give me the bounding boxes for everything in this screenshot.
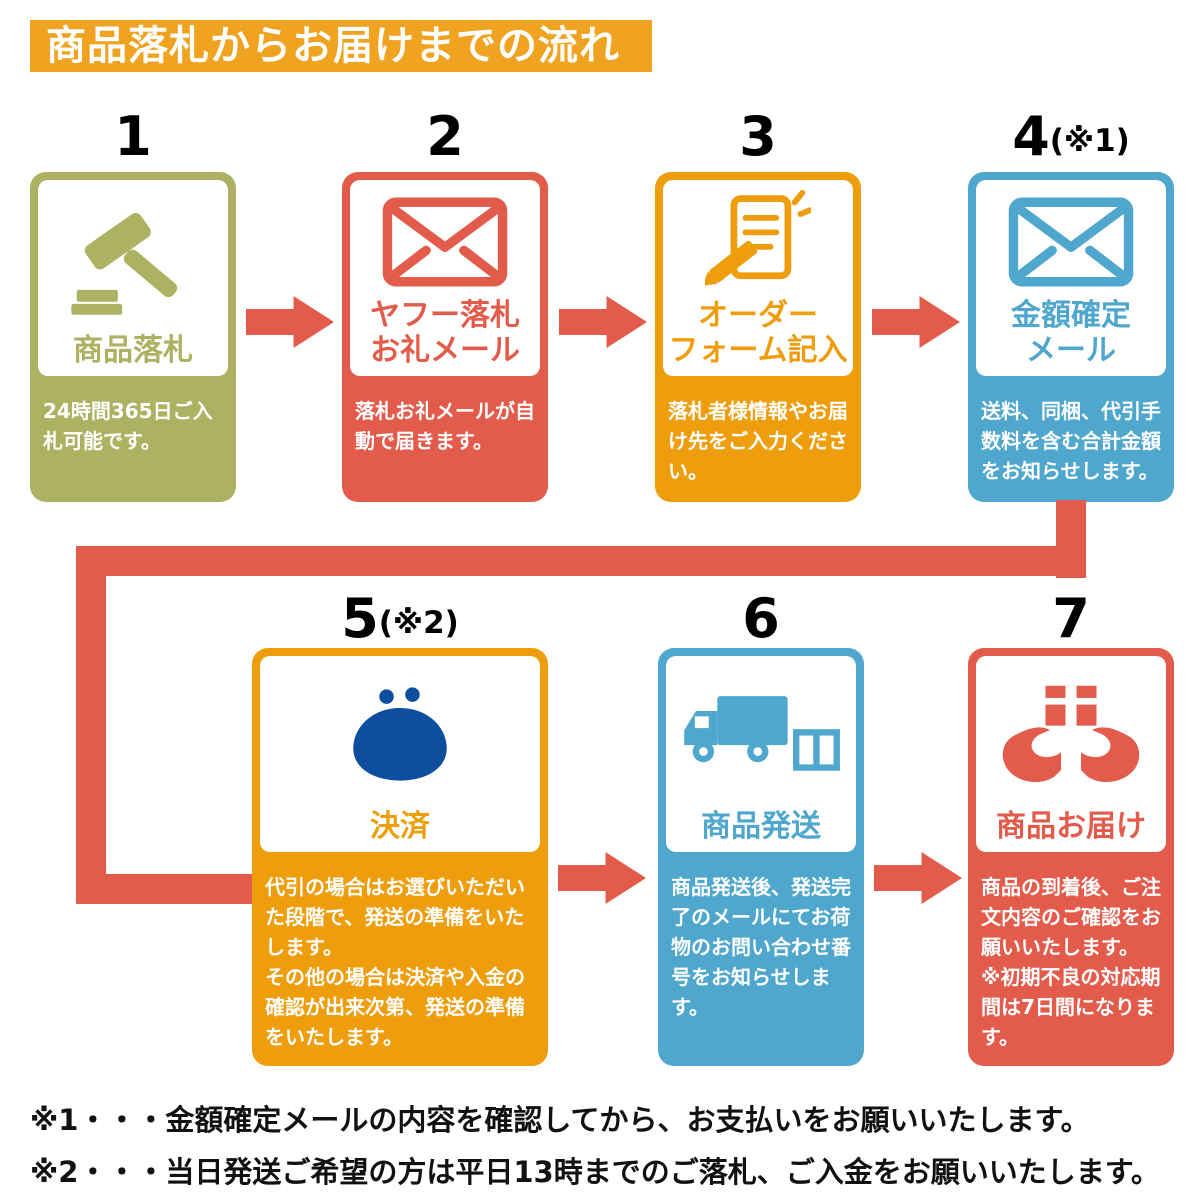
step-box-order-form: オーダー フォーム記入 落札者様情報やお届け先をご入力ください。 xyxy=(655,172,861,502)
step-box-auction-win: 商品落札 24時間365日ご入札可能です。 xyxy=(30,172,236,502)
envelope-icon xyxy=(382,180,508,299)
step-number-text: 6 xyxy=(742,587,780,650)
step-title: 金額確定 メール xyxy=(1011,298,1131,368)
step-title: 決済 xyxy=(370,808,430,844)
step-number-1: 1 xyxy=(30,106,236,166)
step-number-text: 2 xyxy=(426,105,464,168)
step-number-5: 5(※2) xyxy=(252,588,548,648)
step-number-note: (※2) xyxy=(378,605,459,641)
step-panel: 商品お届け xyxy=(976,656,1166,852)
step-number-3: 3 xyxy=(655,106,861,166)
step-number-2: 2 xyxy=(342,106,548,166)
step-title: 商品落札 xyxy=(73,332,193,368)
step-title: 商品お届け xyxy=(996,808,1146,844)
step-number-text: 3 xyxy=(739,105,777,168)
step-description: 送料、同梱、代引手数料を含む合計金額をお知らせします。 xyxy=(981,399,1161,483)
footnote-2: ※2・・・当日発送ご希望の方は平日13時までのご落札、ご入金をお願いいたします。 xyxy=(30,1155,1160,1189)
step-title: ヤフー落札 お礼メール xyxy=(370,298,520,368)
step-box-thanks-mail: ヤフー落札 お礼メール 落札お礼メールが自動で届きます。 xyxy=(342,172,548,502)
step-box-delivery: 商品お届け 商品の到着後、ご注文内容のご確認をお願いいたします。 ※初期不良の対… xyxy=(968,648,1174,1066)
step-description: 商品の到着後、ご注文内容のご確認をお願いいたします。 ※初期不良の対応期間は7日… xyxy=(981,875,1161,1049)
coin-purse-icon xyxy=(343,656,457,810)
step-number-text: 4 xyxy=(1012,105,1050,168)
step-panel: オーダー フォーム記入 xyxy=(663,180,853,376)
step-number-4: 4(※1) xyxy=(968,106,1174,166)
step-panel: 商品落札 xyxy=(38,180,228,376)
step-number-7: 7 xyxy=(968,588,1174,648)
step-number-text: 5 xyxy=(341,587,379,650)
order-form-icon xyxy=(705,180,811,299)
step-box-price-mail: 金額確定 メール 送料、同梱、代引手数料を含む合計金額をお知らせします。 xyxy=(968,172,1174,502)
step-panel: 商品発送 xyxy=(666,656,856,852)
step-number-note: (※1) xyxy=(1049,123,1130,159)
delivery-truck-icon xyxy=(681,656,841,810)
step-box-shipping: 商品発送 商品発送後、発送完了のメールにてお荷物のお問い合わせ番号をお知らせしま… xyxy=(658,648,864,1066)
step-number-6: 6 xyxy=(658,588,864,648)
gavel-icon xyxy=(68,180,198,334)
connector-segment-into-step5 xyxy=(76,874,254,904)
flow-arrow xyxy=(874,852,962,904)
step-description: 商品発送後、発送完了のメールにてお荷物のお問い合わせ番号をお知らせします。 xyxy=(671,875,851,1019)
step-description: 代引の場合はお選びいただいた段階で、発送の準備をいたします。 その他の場合は決済… xyxy=(265,875,525,1049)
step-panel: ヤフー落札 お礼メール xyxy=(350,180,540,376)
flow-arrow xyxy=(558,852,646,904)
step-title: 商品発送 xyxy=(701,808,821,844)
step-number-text: 1 xyxy=(114,105,152,168)
step-box-payment: 決済 代引の場合はお選びいただいた段階で、発送の準備をいたします。 その他の場合… xyxy=(252,648,548,1066)
step-description: 24時間365日ご入札可能です。 xyxy=(43,399,213,453)
connector-segment-across xyxy=(76,546,1086,576)
envelope-icon xyxy=(1008,180,1134,299)
page-title: 商品落札からお届けまでの流れ xyxy=(30,20,652,72)
flow-arrow xyxy=(246,296,334,348)
step-number-text: 7 xyxy=(1052,587,1090,650)
flow-arrow xyxy=(872,296,960,348)
step-panel: 決済 xyxy=(260,656,540,852)
step-panel: 金額確定 メール xyxy=(976,180,1166,376)
step-title: オーダー フォーム記入 xyxy=(668,298,848,368)
step-description: 落札お礼メールが自動で届きます。 xyxy=(355,399,535,453)
hands-package-icon xyxy=(999,656,1143,810)
flow-arrow xyxy=(559,296,647,348)
step-description: 落札者様情報やお届け先をご入力ください。 xyxy=(668,399,848,483)
connector-segment-left-down xyxy=(76,546,106,904)
footnote-1: ※1・・・金額確定メールの内容を確認してから、お支払いをお願いいたします。 xyxy=(30,1103,1090,1137)
